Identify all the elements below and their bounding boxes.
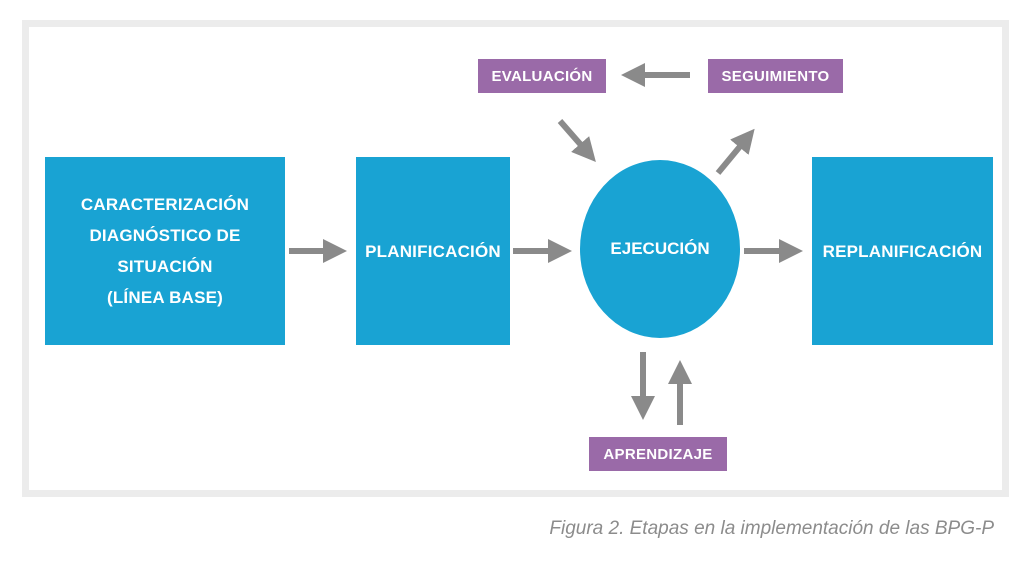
evaluacion-label: EVALUACIÓN xyxy=(491,67,593,85)
ejecucion-label: EJECUCIÓN xyxy=(610,239,710,258)
planificacion-label: PLANIFICACIÓN xyxy=(365,241,501,261)
arrow-evaluacion-to-ejecucion xyxy=(557,119,596,163)
seguimiento-tag: SEGUIMIENTO xyxy=(708,59,843,93)
aprendizaje-label: APRENDIZAJE xyxy=(603,445,713,463)
caracterizacion-line-4: (LÍNEA BASE) xyxy=(106,288,224,307)
replanificacion-box: REPLANIFICACIÓN xyxy=(812,157,993,345)
seguimiento-label: SEGUIMIENTO xyxy=(721,67,830,85)
figure-caption: Figura 2. Etapas en la implementación de… xyxy=(549,518,994,539)
planificacion-box: PLANIFICACIÓN xyxy=(356,157,510,345)
arrow-ejecucion-to-seguimiento xyxy=(715,128,755,175)
caracterizacion-line-1: CARACTERIZACIÓN xyxy=(80,195,250,214)
caracterizacion-box: CARACTERIZACIÓN DIAGNÓSTICO DE SITUACIÓN… xyxy=(45,157,285,345)
replanificacion-label: REPLANIFICACIÓN xyxy=(822,241,983,261)
caracterizacion-line-3: SITUACIÓN xyxy=(117,257,213,276)
ejecucion-circle: EJECUCIÓN xyxy=(580,160,740,338)
caracterizacion-line-2: DIAGNÓSTICO DE xyxy=(89,226,241,245)
aprendizaje-tag: APRENDIZAJE xyxy=(589,437,727,471)
evaluacion-tag: EVALUACIÓN xyxy=(478,59,606,93)
